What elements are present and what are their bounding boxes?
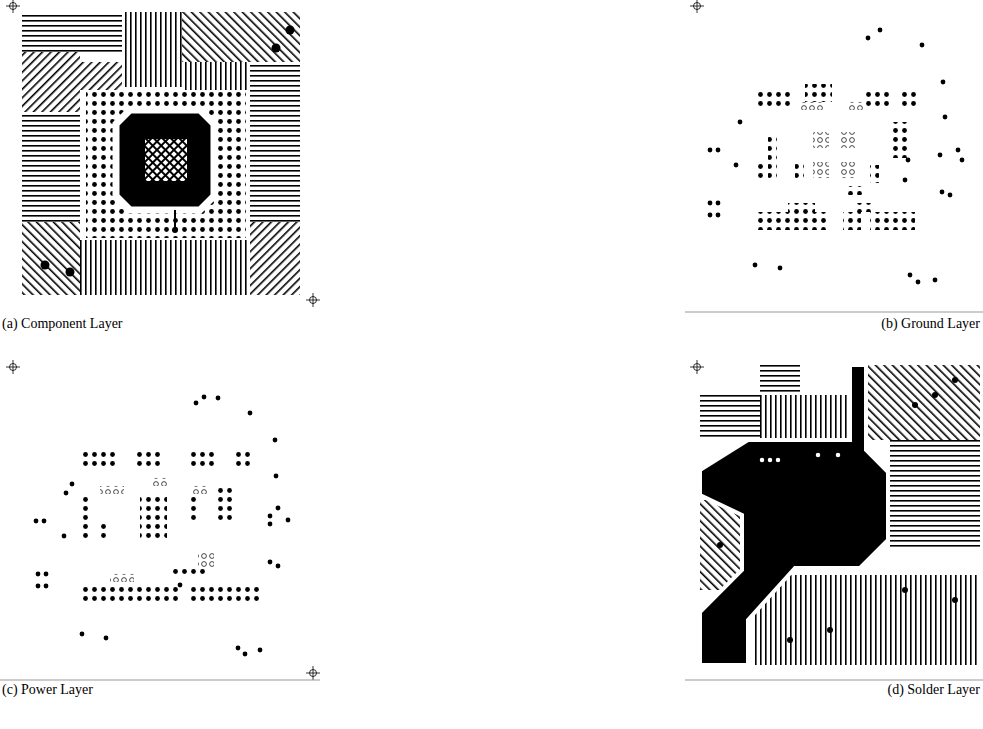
ground-layer bbox=[685, 0, 983, 312]
component-layer bbox=[6, 0, 320, 307]
subfigure-caption: (a) Component Layer bbox=[2, 316, 123, 332]
subfigure-caption: (b) Ground Layer bbox=[881, 316, 980, 332]
subfigure-caption: (c) Power Layer bbox=[2, 682, 93, 698]
solder-layer bbox=[685, 360, 983, 680]
power-layer bbox=[0, 360, 320, 680]
subfigure-caption: (d) Solder Layer bbox=[887, 682, 980, 698]
